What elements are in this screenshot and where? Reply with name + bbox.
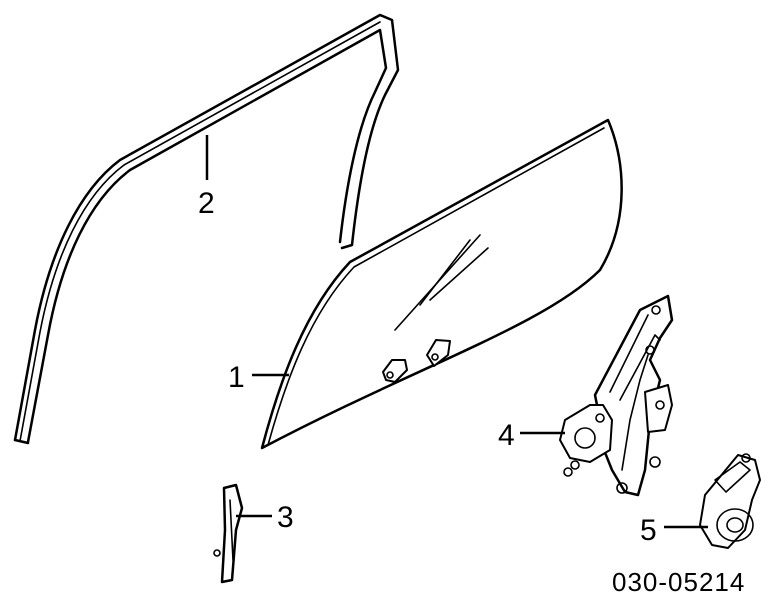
window-regulator [559,294,674,497]
callout-3: 3 [277,501,294,534]
regulator-motor [699,453,761,549]
sash-trim [213,483,244,584]
callout-4: 4 [498,419,515,452]
callout-5: 5 [640,514,657,547]
callout-1: 1 [228,361,245,394]
reference-code: 030-05214 [612,567,745,597]
callout-2: 2 [198,187,215,220]
glass-run-channel [13,13,400,445]
door-glass [260,118,623,450]
